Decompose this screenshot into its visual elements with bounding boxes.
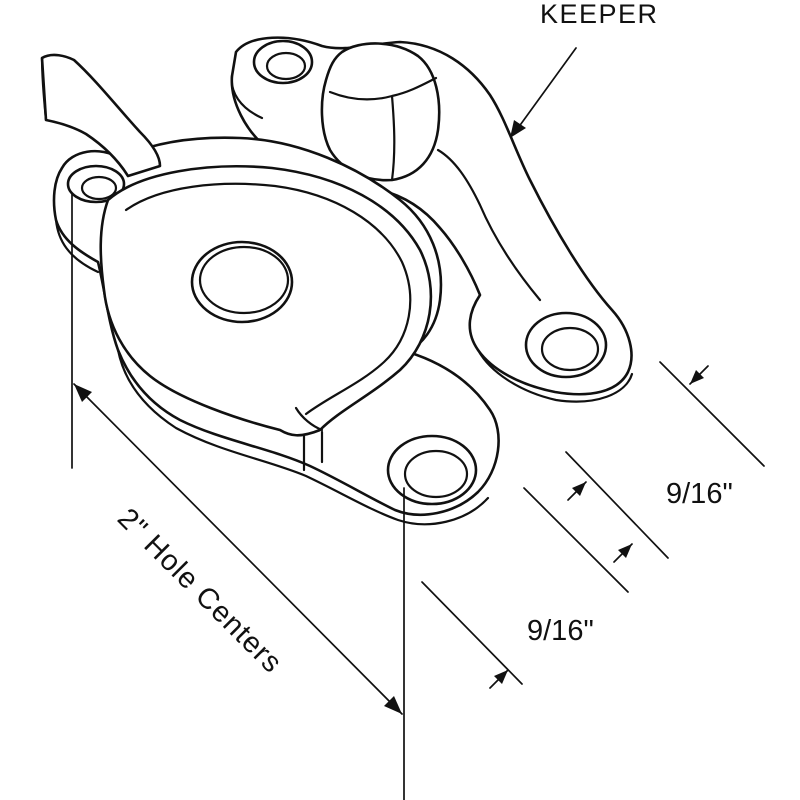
hole-centers-dimension bbox=[71, 193, 405, 800]
dim-upper-label: 9/16" bbox=[666, 478, 733, 510]
hole-centers-arrow-end bbox=[384, 696, 402, 714]
lock-base-bottom-edge bbox=[54, 218, 490, 526]
base-screw-hole-left bbox=[66, 164, 126, 204]
dim-lower-label: 9/16" bbox=[527, 615, 594, 647]
dim-lower-extension-a bbox=[523, 487, 629, 593]
keeper-screw-hole-right-inner bbox=[540, 326, 600, 372]
keeper-arm-inner bbox=[436, 148, 542, 302]
hole-centers-dimension-line bbox=[73, 383, 403, 715]
center-boss-top bbox=[198, 245, 290, 315]
cam-knob bbox=[320, 42, 441, 182]
base-screw-hole-front bbox=[386, 434, 478, 506]
hole-centers-arrow-start bbox=[74, 384, 92, 402]
keeper-leader-arrow bbox=[510, 120, 526, 138]
dim-upper-arrow-b bbox=[572, 482, 586, 496]
hole-centers-label: 2" Hole Centers bbox=[111, 502, 288, 679]
sweep-lever bbox=[40, 53, 162, 178]
keeper-screw-hole-left-inner bbox=[265, 51, 307, 81]
dim-lower-extension-b bbox=[421, 581, 523, 685]
lock-ring-inner bbox=[124, 182, 412, 416]
cam-knob-ridge bbox=[328, 76, 438, 182]
keeper-screw-hole-right bbox=[524, 311, 608, 379]
keeper-label: KEEPER bbox=[540, 0, 659, 29]
dimension-upper bbox=[565, 361, 765, 559]
keeper-leader-line bbox=[517, 47, 577, 129]
dim-lower-arrow-a bbox=[618, 544, 632, 558]
base-screw-hole-front-inner bbox=[403, 449, 469, 499]
keeper bbox=[230, 36, 634, 403]
lock-base bbox=[40, 53, 500, 526]
dim-upper-extension-a bbox=[659, 361, 765, 467]
dim-lower-arrow-b bbox=[494, 670, 508, 684]
sweep-lever-edge bbox=[40, 56, 48, 122]
keeper-base-edge bbox=[230, 74, 634, 403]
dimension-lower bbox=[421, 487, 633, 689]
lock-ring-notch bbox=[294, 406, 324, 472]
center-boss bbox=[190, 240, 294, 324]
dim-upper-extension-b bbox=[565, 451, 669, 559]
dim-upper-arrow-a bbox=[690, 370, 704, 384]
keeper-leader bbox=[510, 47, 577, 138]
base-screw-hole-left-inner bbox=[80, 175, 118, 201]
